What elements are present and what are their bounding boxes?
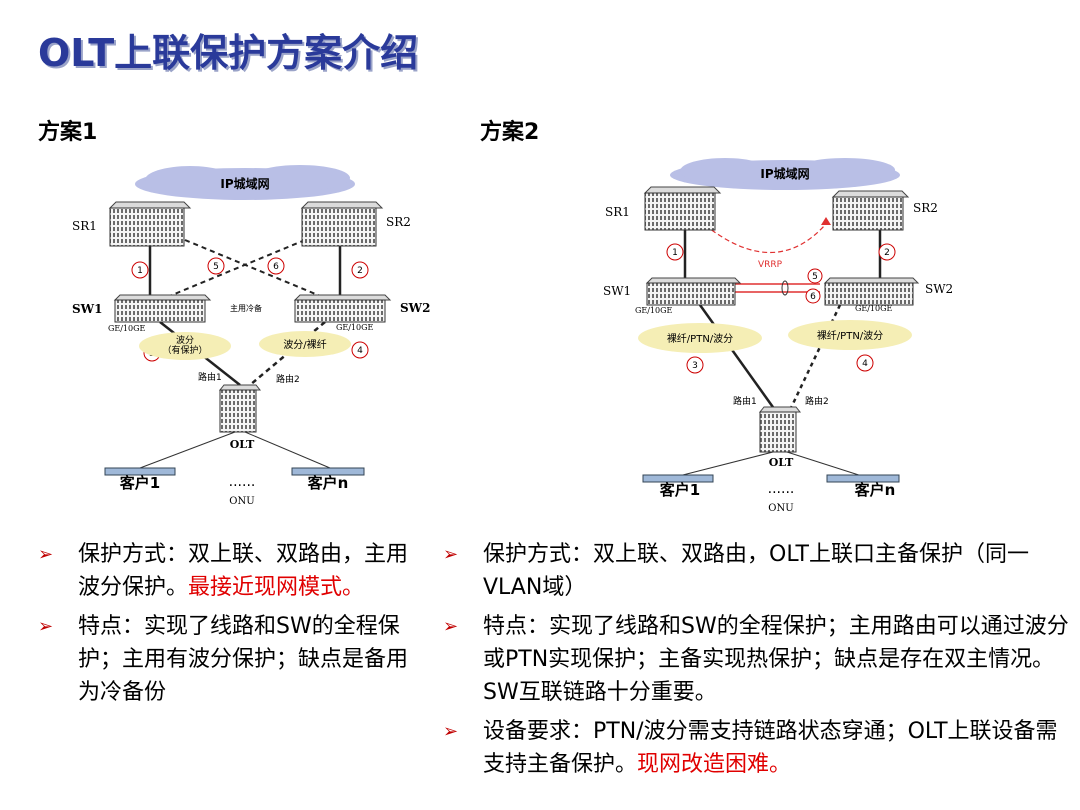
plan2-bullets: ➢保护方式：双上联、双路由，OLT上联口主备保护（同一VLAN域） ➢特点：实现… <box>443 538 1073 787</box>
plan2-bullet-3: ➢设备要求：PTN/波分需支持链路状态穿通；OLT上联设备需支持主备保护。现网改… <box>443 715 1073 781</box>
sw2-label: SW2 <box>400 301 431 315</box>
sw1-label: SW1 <box>72 302 103 316</box>
cloud-label: IP城域网 <box>220 176 269 191</box>
route1-label-2: 路由1 <box>733 395 757 407</box>
sr1-router-icon <box>108 201 192 247</box>
circle-4: 4 <box>357 346 363 356</box>
sr2-label: SR2 <box>386 215 411 229</box>
plan2-label: 方案2 <box>480 120 540 145</box>
ge1-label-2: GE/10GE <box>635 306 672 315</box>
bullet-arrow-icon: ➢ <box>443 544 459 565</box>
plan1-bullet-1: ➢保护方式：双上联、双路由，主用波分保护。最接近现网模式。 <box>38 538 418 604</box>
sw1-label-2: SW1 <box>603 284 631 298</box>
sw1-switch-icon-2 <box>645 277 742 306</box>
route2-label-2: 路由2 <box>805 395 829 407</box>
wdm-cloud-right: 波分/裸纤 <box>259 331 351 357</box>
sw2-label-2: SW2 <box>925 282 953 296</box>
route2-label: 路由2 <box>276 373 300 385</box>
bullet-arrow-icon: ➢ <box>443 616 459 637</box>
sw2-switch-icon <box>293 294 392 323</box>
sr2-router-icon <box>300 201 384 247</box>
onu1-icon-2 <box>642 474 714 483</box>
sr2-router-icon-2 <box>831 190 910 231</box>
svg-text:波分: 波分 <box>176 334 194 346</box>
client1-label-2: 客户1 <box>659 481 700 499</box>
dots-label: ...... <box>229 474 256 490</box>
onu-label-2: ONU <box>768 503 793 514</box>
ge2-label-2: GE/10GE <box>855 304 892 313</box>
plan2-bullet-2: ➢特点：实现了线路和SW的全程保护；主用路由可以通过波分或PTN实现保护；主备实… <box>443 610 1073 709</box>
cloud-label-2: IP城域网 <box>760 166 809 181</box>
sr1-router-icon-2 <box>643 186 722 231</box>
wdm-cloud-left: 波分 （有保护） <box>139 332 231 360</box>
circle-5: 5 <box>213 262 219 272</box>
sr1-label: SR1 <box>72 219 97 233</box>
clientn-label-2: 客户n <box>854 481 896 499</box>
svg-text:波分/裸纤: 波分/裸纤 <box>283 338 326 351</box>
ip-cloud: IP城域网 <box>135 165 355 200</box>
sr2-label-2: SR2 <box>913 201 938 215</box>
circle2-6: 6 <box>810 292 816 302</box>
circle2-2: 2 <box>884 248 890 258</box>
clientn-label: 客户n <box>307 474 349 492</box>
circle2-3: 3 <box>692 361 698 371</box>
svg-text:（有保护）: （有保护） <box>162 344 207 356</box>
sr1-label-2: SR1 <box>605 205 630 219</box>
bullet-arrow-icon: ➢ <box>443 721 459 742</box>
olt-device-icon-2 <box>758 406 802 453</box>
mode-label: 主用冷备 <box>230 303 262 313</box>
plan1-diagram: IP城域网 SR1 SR2 1 2 5 6 3 4 SW1 GE/10GE SW… <box>72 165 431 507</box>
sw2-switch-icon-2 <box>823 277 920 306</box>
vrrp-label: VRRP <box>758 260 783 270</box>
onun-icon <box>291 467 365 476</box>
circle-2: 2 <box>357 266 363 276</box>
olt-device-icon <box>218 384 262 433</box>
plan1-bullet-2: ➢特点：实现了线路和SW的全程保护；主用有波分保护；缺点是备用为冷备份 <box>38 610 418 709</box>
plan2-bullet-1: ➢保护方式：双上联、双路由，OLT上联口主备保护（同一VLAN域） <box>443 538 1073 604</box>
page-title: OLT上联保护方案介绍 <box>38 31 419 75</box>
circle-6: 6 <box>273 262 279 272</box>
ge2-label: GE/10GE <box>336 323 373 332</box>
svg-text:裸纤/PTN/波分: 裸纤/PTN/波分 <box>817 329 883 342</box>
olt-label-2: OLT <box>769 456 794 469</box>
circle2-4: 4 <box>862 359 868 369</box>
plan1-bullets: ➢保护方式：双上联、双路由，主用波分保护。最接近现网模式。 ➢特点：实现了线路和… <box>38 538 418 715</box>
svg-text:裸纤/PTN/波分: 裸纤/PTN/波分 <box>667 332 733 345</box>
plan2-diagram: IP城域网 VRRP SR1 SR2 1 2 5 6 3 4 SW1 GE/10… <box>603 158 953 514</box>
ip-cloud-2: IP城域网 <box>670 158 900 190</box>
transport-cloud-right: 裸纤/PTN/波分 <box>788 320 912 350</box>
circle2-1: 1 <box>672 248 678 258</box>
ge1-label: GE/10GE <box>108 324 145 333</box>
onu1-icon <box>104 467 176 476</box>
plan1-label: 方案1 <box>38 120 98 145</box>
route1-label: 路由1 <box>198 371 222 383</box>
bullet-arrow-icon: ➢ <box>38 544 54 565</box>
onu-label: ONU <box>229 496 254 507</box>
circle2-5: 5 <box>812 272 818 282</box>
olt-label: OLT <box>230 438 255 451</box>
transport-cloud-left: 裸纤/PTN/波分 <box>638 323 762 353</box>
dots-label-2: ...... <box>768 481 795 497</box>
client1-label: 客户1 <box>119 474 160 492</box>
sw1-switch-icon <box>113 294 212 323</box>
circle-1: 1 <box>137 266 143 276</box>
onun-icon-2 <box>826 474 900 483</box>
bullet-arrow-icon: ➢ <box>38 616 54 637</box>
